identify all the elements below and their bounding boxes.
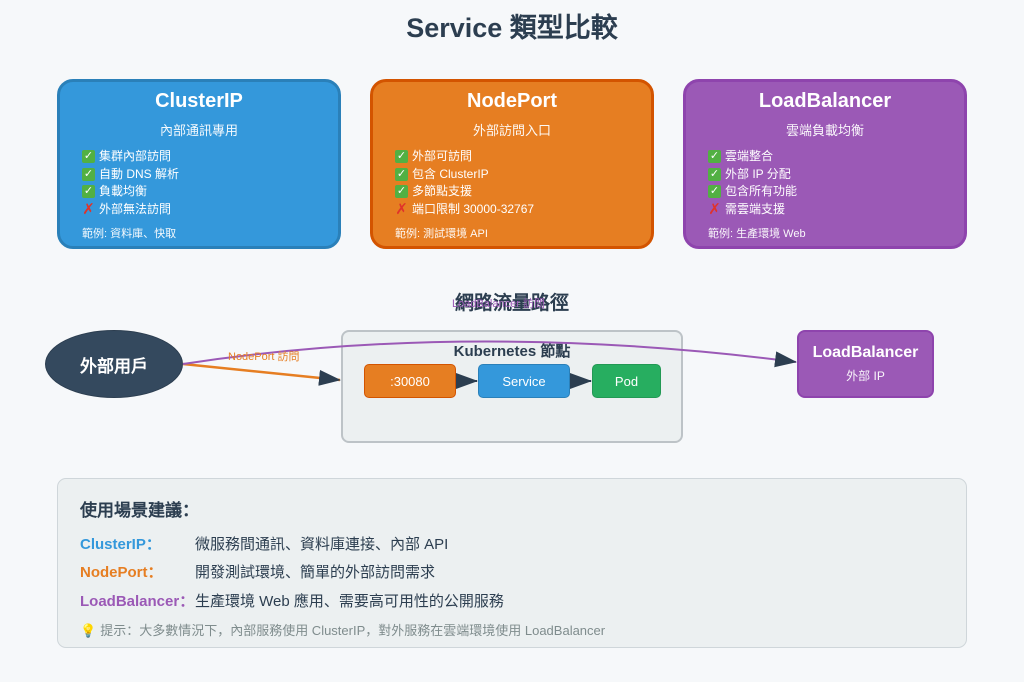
feature-text: 外部 IP 分配 bbox=[725, 166, 791, 181]
nodeport-access-label: NodePort 訪問 bbox=[228, 351, 300, 363]
service-box: Service bbox=[478, 364, 570, 398]
card-subtitle: 雲端負載均衡 bbox=[785, 123, 864, 138]
feature-text: 雲端整合 bbox=[725, 149, 774, 163]
check-icon: ✓ bbox=[395, 167, 408, 181]
usage-row: ClusterIP： 微服務間通訊、資料庫連接、內部 API bbox=[80, 533, 448, 554]
flow-section-title: 網路流量路徑 bbox=[454, 293, 569, 314]
usage-desc: 生產環境 Web 應用、需要高可用性的公開服務 bbox=[195, 593, 504, 610]
check-icon: ✓ bbox=[708, 185, 721, 199]
feature-item: ✓ 自動 DNS 解析 bbox=[82, 166, 179, 184]
feature-item: ✓ 外部 IP 分配 bbox=[708, 166, 797, 184]
kubernetes-node-title: Kubernetes 節點 bbox=[453, 343, 571, 360]
card-example: 範例: 測試環境 API bbox=[395, 228, 488, 240]
external-user-node: 外部用戶 bbox=[45, 330, 183, 398]
page-title: Service 類型比較 bbox=[406, 13, 618, 43]
usage-desc: 開發測試環境、簡單的外部訪問需求 bbox=[195, 564, 436, 581]
cross-icon: ✗ bbox=[82, 200, 95, 218]
check-icon: ✓ bbox=[82, 185, 95, 199]
feature-text: 負載均衡 bbox=[99, 184, 148, 198]
card-nodeport: NodePort 外部訪問入口 ✓ 外部可訪問 ✓ 包含 ClusterIP ✓ 多節… bbox=[370, 79, 654, 249]
usage-row: NodePort： 開發測試環境、簡單的外部訪問需求 bbox=[80, 561, 435, 582]
lightbulb-icon: 💡 bbox=[80, 623, 97, 638]
feature-item: ✓ 集群內部訪問 bbox=[82, 148, 179, 166]
feature-text: 包含 ClusterIP bbox=[412, 166, 489, 181]
tip-text: 提示：大多數情況下，內部服務使用 ClusterIP，對外服務在雲端環境使用 L… bbox=[100, 623, 606, 638]
check-icon: ✓ bbox=[708, 150, 721, 164]
usage-label: LoadBalancer： bbox=[80, 593, 195, 610]
card-subtitle: 外部訪問入口 bbox=[472, 123, 551, 138]
feature-item: ✓ 包含所有功能 bbox=[708, 183, 797, 201]
feature-item: ✓ 雲端整合 bbox=[708, 148, 797, 166]
card-subtitle: 內部通訊專用 bbox=[159, 123, 238, 138]
usage-desc: 微服務間通訊、資料庫連接、內部 API bbox=[195, 536, 449, 553]
card-example: 範例: 生產環境 Web bbox=[708, 228, 806, 240]
loadbalancer-node-subtitle: 外部 IP bbox=[846, 369, 885, 383]
feature-text: 外部可訪問 bbox=[412, 149, 473, 163]
usage-recommendations: 使用場景建議： ClusterIP： 微服務間通訊、資料庫連接、內部 API N… bbox=[57, 478, 967, 648]
feature-text: 集群內部訪問 bbox=[99, 149, 172, 163]
feature-list: ✓ 外部可訪問 ✓ 包含 ClusterIP ✓ 多節點支援 ✗ 端口限制 30000-… bbox=[395, 148, 534, 218]
check-icon: ✓ bbox=[82, 167, 95, 181]
feature-text: 需雲端支援 bbox=[725, 201, 786, 216]
card-example: 範例: 資料庫、快取 bbox=[82, 228, 177, 240]
check-icon: ✓ bbox=[395, 185, 408, 199]
loadbalancer-node: LoadBalancer 外部 IP bbox=[797, 330, 934, 398]
feature-list: ✓ 雲端整合 ✓ 外部 IP 分配 ✓ 包含所有功能 ✗ 需雲端支援 bbox=[708, 148, 797, 218]
loadbalancer-access-label: LoadBalancer 訪問 bbox=[452, 298, 545, 310]
feature-text: 多節點支援 bbox=[412, 184, 473, 198]
feature-item: ✓ 負載均衡 bbox=[82, 183, 179, 201]
usage-tip: 💡提示：大多數情況下，內部服務使用 ClusterIP，對外服務在雲端環境使用 … bbox=[80, 620, 605, 639]
feature-item: ✓ 外部可訪問 bbox=[395, 148, 534, 166]
usage-heading: 使用場景建議： bbox=[80, 501, 199, 520]
nodeport-arrow bbox=[182, 362, 341, 386]
check-icon: ✓ bbox=[82, 150, 95, 164]
nodeport-port-box: :30080 bbox=[364, 364, 456, 398]
card-title: LoadBalancer bbox=[758, 90, 892, 112]
feature-item: ✗ 外部無法訪問 bbox=[82, 201, 179, 219]
card-title: NodePort bbox=[467, 90, 557, 112]
feature-text: 端口限制 30000-32767 bbox=[412, 201, 535, 216]
feature-text: 自動 DNS 解析 bbox=[99, 166, 180, 181]
card-loadbalancer: LoadBalancer 雲端負載均衡 ✓ 雲端整合 ✓ 外部 IP 分配 ✓ 包含所… bbox=[683, 79, 967, 249]
loadbalancer-arrow bbox=[182, 340, 797, 368]
feature-item: ✓ 包含 ClusterIP bbox=[395, 166, 534, 184]
feature-item: ✗ 需雲端支援 bbox=[708, 201, 797, 219]
pod-box: Pod bbox=[592, 364, 661, 398]
check-icon: ✓ bbox=[395, 150, 408, 164]
usage-label: ClusterIP： bbox=[80, 536, 161, 553]
card-title: ClusterIP bbox=[155, 90, 243, 112]
usage-row: LoadBalancer： 生產環境 Web 應用、需要高可用性的公開服務 bbox=[80, 590, 504, 611]
feature-item: ✗ 端口限制 30000-32767 bbox=[395, 201, 534, 219]
loadbalancer-node-title: LoadBalancer bbox=[812, 344, 919, 361]
cross-icon: ✗ bbox=[395, 200, 408, 218]
feature-text: 外部無法訪問 bbox=[99, 201, 172, 216]
feature-text: 包含所有功能 bbox=[725, 184, 798, 198]
cross-icon: ✗ bbox=[708, 200, 721, 218]
usage-label: NodePort： bbox=[80, 564, 163, 581]
feature-list: ✓ 集群內部訪問 ✓ 自動 DNS 解析 ✓ 負載均衡 ✗ 外部無法訪問 bbox=[82, 148, 179, 218]
card-clusterip: ClusterIP 內部通訊專用 ✓ 集群內部訪問 ✓ 自動 DNS 解析 ✓ 負載均… bbox=[57, 79, 341, 249]
check-icon: ✓ bbox=[708, 167, 721, 181]
feature-item: ✓ 多節點支援 bbox=[395, 183, 534, 201]
